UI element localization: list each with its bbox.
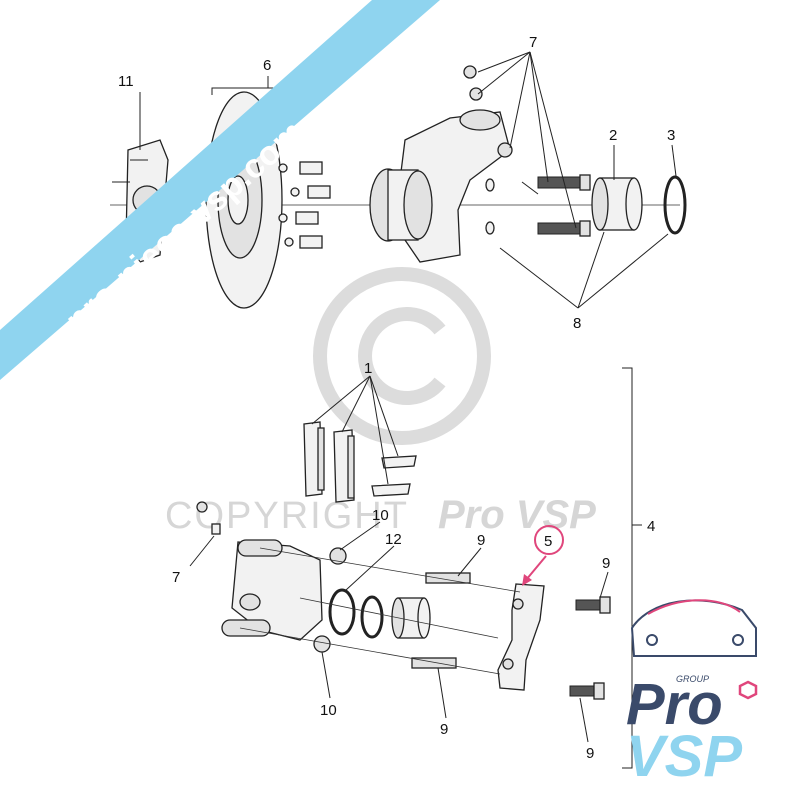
- wheel-bearing: [591, 177, 643, 231]
- highlight-circle: [534, 525, 564, 555]
- callout-3: 3: [667, 127, 675, 144]
- logo-car-outline-icon: [630, 599, 757, 657]
- caliper-body: [221, 539, 323, 641]
- callout-5: 5: [544, 533, 552, 550]
- callout-9-a: 9: [477, 532, 485, 549]
- callout-2: 2: [609, 127, 617, 144]
- lower-caliper-assembly: [189, 367, 642, 769]
- bracket-bolts: [569, 596, 611, 700]
- lower-callout-lines: [189, 367, 642, 769]
- callout-7-bottom: 7: [172, 569, 180, 586]
- steering-knuckle: [369, 65, 539, 263]
- logo-car-roof-icon: [647, 599, 741, 615]
- logo-headlight-left-icon: [646, 634, 658, 646]
- caliper-bracket: [497, 583, 545, 691]
- copyright-c-icon: [358, 307, 446, 405]
- callout-7-top: 7: [529, 34, 537, 51]
- callout-numbers: 11 6 7 2 3 8 1 4 5 10 12 7 9 9 10 9 9: [118, 34, 675, 762]
- highlight-arrow-head-icon: [522, 574, 532, 586]
- copyright-circle-icon: [313, 267, 491, 445]
- callout-4: 4: [647, 518, 655, 535]
- callout-6: 6: [263, 57, 271, 74]
- callout-9-b: 9: [602, 555, 610, 572]
- callout-8: 8: [573, 315, 581, 332]
- callout-10-bottom: 10: [320, 702, 337, 719]
- banner-stripe: [0, 0, 440, 380]
- callout-9-d: 9: [586, 745, 594, 762]
- callout-12: 12: [385, 531, 402, 548]
- knuckle-bolts: [485, 174, 591, 237]
- callout-9-c: 9: [440, 721, 448, 738]
- watermark-provsp-text: Pro VSP: [438, 493, 596, 537]
- lower-axis-lines: [239, 547, 521, 675]
- logo-pro-text: Pro: [626, 672, 723, 737]
- upper-hub-assembly: [110, 51, 687, 309]
- callout-11: 11: [118, 73, 134, 90]
- circlip-ring: [663, 175, 687, 235]
- logo-vsp-text: VSP: [626, 724, 742, 789]
- highlight-callout-5: [522, 525, 564, 586]
- logo-hex-icon: [738, 680, 758, 700]
- bleed-screw: [196, 501, 221, 535]
- watermark-copyright-text: COPYRIGHT: [165, 495, 409, 537]
- copyright-watermark: COPYRIGHT Pro VSP: [165, 267, 596, 537]
- disc-screws: [278, 161, 331, 249]
- guide-pins: [411, 572, 471, 669]
- seals-piston: [313, 547, 431, 653]
- callout-1: 1: [364, 360, 372, 377]
- highlight-arrow-line: [525, 555, 547, 581]
- pad-clips: [371, 455, 417, 497]
- provsp-logo: GROUP Pro VSP: [626, 599, 758, 789]
- logo-group-text: GROUP: [676, 674, 709, 684]
- callout-10-top: 10: [372, 507, 389, 524]
- brake-pads: [303, 421, 355, 503]
- logo-headlight-right-icon: [732, 634, 744, 646]
